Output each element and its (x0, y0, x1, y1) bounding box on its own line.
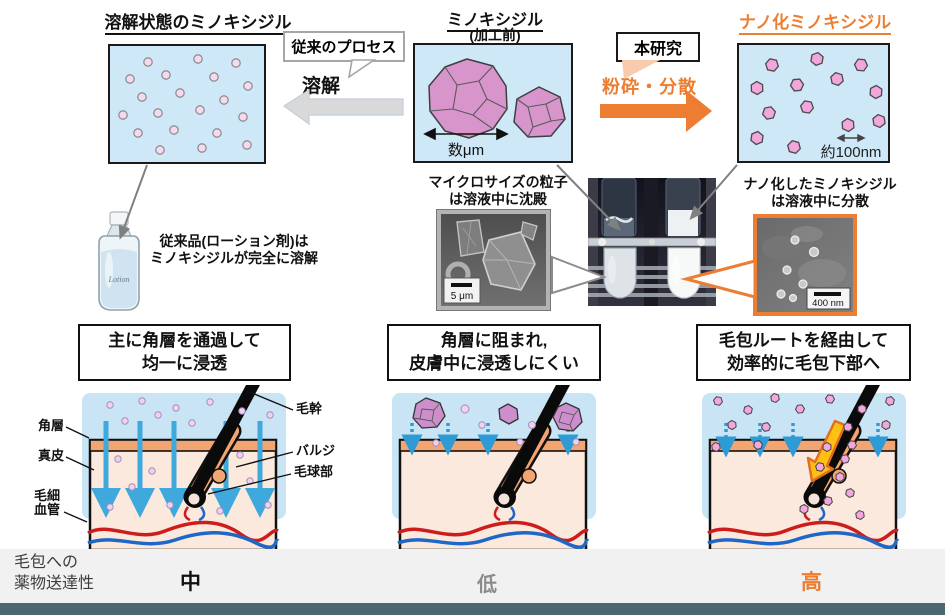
conventional-note-line1: 従来品(ローション剤)は (159, 233, 309, 249)
nano-panel-title: ナノ化ミノキシジル (735, 8, 895, 35)
label-hair-bulb: 毛球部 (294, 464, 334, 479)
dissolved-particles-graphic (118, 54, 253, 155)
rating-high: 高 (801, 571, 822, 594)
skin-diagram-right (702, 385, 906, 552)
sem-image-micro: 5 μm (436, 209, 551, 311)
label-hair-shaft: 毛幹 (296, 401, 323, 416)
dissolve-step-label: 溶解 (302, 76, 341, 97)
micro-note-line1: マイクロサイズの粒子 (428, 174, 568, 190)
conventional-note: 従来品(ローション剤)は ミノキシジルが完全に溶解 (148, 233, 320, 266)
rating-mid: 中 (180, 571, 201, 594)
caption-left-line1: 主に角層を通過して (108, 330, 261, 350)
conventional-bubble-tail (347, 59, 377, 79)
footer-axis-label: 毛包への 薬物送達性 (14, 554, 95, 592)
nano-note-line1: ナノ化したミノキシジル (743, 176, 897, 192)
footer-teal-bar (0, 603, 945, 615)
conventional-process-label: 従来のプロセス (291, 39, 397, 56)
caption-center: 角層に阻まれ, 皮膚中に浸透しにくい (387, 324, 601, 381)
crush-disperse-label: 粉砕・分散 (602, 77, 697, 97)
micro-note: マイクロサイズの粒子 は溶液中に沈殿 (424, 174, 572, 207)
caption-left-line2: 均一に浸透 (142, 353, 227, 373)
lotion-bottle: Lotion (90, 210, 148, 312)
conventional-note-line2: ミノキシジルが完全に溶解 (150, 249, 318, 266)
footer-band (0, 549, 945, 603)
label-bulge: バルジ (296, 443, 336, 458)
bottle-label: Lotion (108, 275, 130, 284)
sem-nano-scalebar: 400 nm (812, 298, 844, 309)
raw-panel-subtitle: (加工前) (469, 27, 521, 43)
this-study-label: 本研究 (633, 41, 682, 58)
skin-diagram-center (392, 385, 596, 552)
label-stratum-corneum: 角層 (38, 418, 65, 433)
caption-right-line2: 効率的に毛包下部へ (727, 353, 880, 373)
dissolved-panel-title: 溶解状態のミノキシジル (100, 8, 296, 35)
sem-image-nano: 400 nm (753, 214, 857, 316)
caption-center-line1: 角層に阻まれ, (440, 330, 548, 350)
nano-scale-label: 約100nm (821, 144, 882, 161)
micro-note-line2: は溶液中に沈殿 (449, 190, 547, 207)
caption-right: 毛包ルートを経由して 効率的に毛包下部へ (696, 324, 911, 381)
micro-crystals-graphic: 数μm (423, 58, 566, 159)
rating-low: 低 (477, 574, 497, 596)
raw-crystals-box: 数μm (413, 43, 573, 163)
caption-center-line2: 皮膚中に浸透しにくい (409, 353, 579, 373)
label-capillary: 毛細 血管 (34, 488, 61, 518)
label-dermis: 真皮 (38, 448, 65, 463)
nano-note-line2: は溶液中に分散 (771, 192, 869, 209)
raw-panel-title: ミノキシジル (420, 6, 570, 32)
micro-scale-label: 数μm (448, 142, 484, 159)
dissolved-solution-box (108, 44, 266, 164)
nano-particles-graphic: 約100nm (747, 49, 888, 161)
nano-note: ナノ化したミノキシジル は溶液中に分散 (742, 176, 898, 209)
this-study-bubble: 本研究 (616, 32, 700, 62)
caption-right-line1: 毛包ルートを経由して (718, 330, 889, 350)
nano-particles-box: 約100nm (737, 43, 890, 163)
sem-micro-scalebar: 5 μm (451, 291, 473, 302)
conventional-process-bubble: 従来のプロセス (283, 31, 405, 62)
vials-photo (588, 178, 716, 306)
caption-left: 主に角層を通過して 均一に浸透 (78, 324, 291, 381)
skin-diagram-left (82, 385, 286, 552)
